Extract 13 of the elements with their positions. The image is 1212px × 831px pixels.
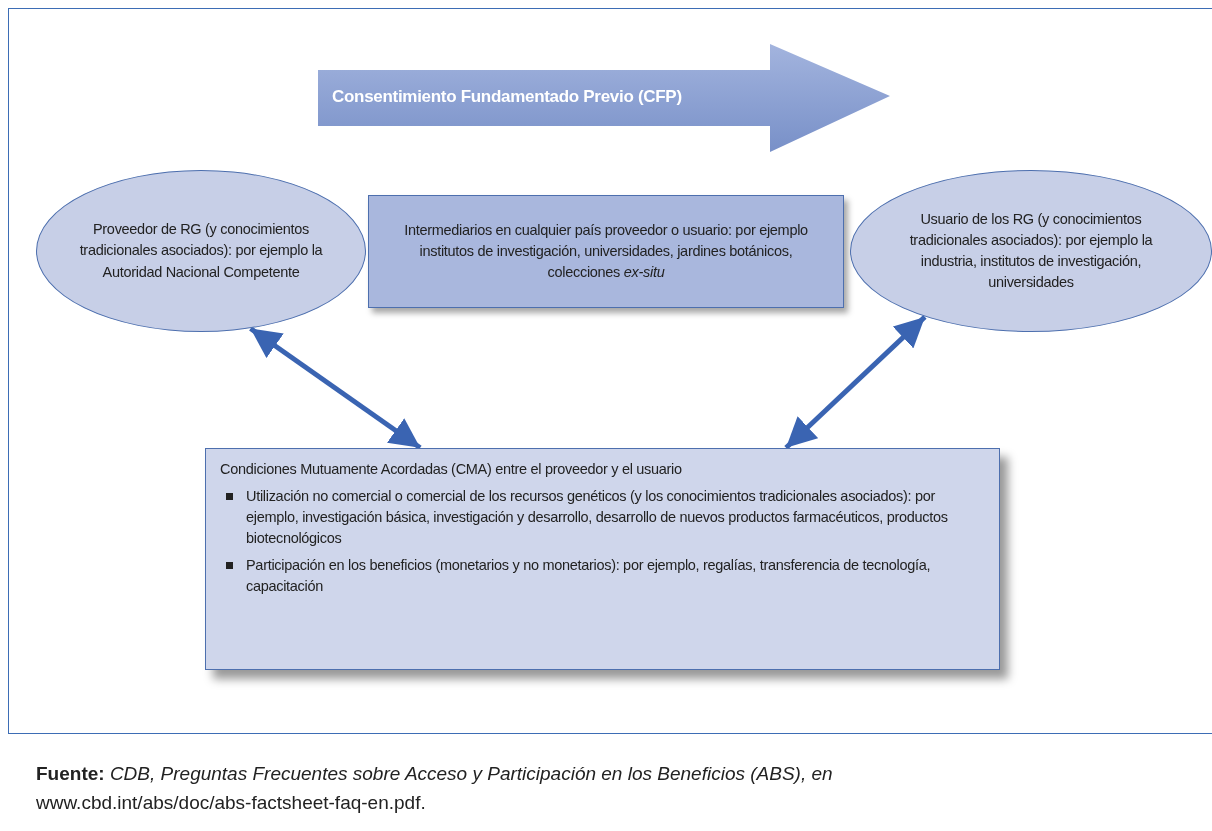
source-caption: Fuente: CDB, Preguntas Frecuentes sobre Acceso y Participación en los Beneficios (ABS), en www.cbd.int/abs/doc/abs-factsheet-faq-en.pdf. <box>36 762 834 815</box>
node-text: Usuario de los RG (y conocimientos tradicionales asociados): por ejemplo la industria, institutos de investigación, universidades <box>908 209 1154 292</box>
double-arrow <box>249 326 422 450</box>
box-heading: Condiciones Mutuamente Acordadas (CMA) entre el proveedor y el usuario <box>220 460 683 479</box>
arrow-banner <box>318 44 890 152</box>
terms-box <box>205 448 1000 670</box>
banner-title: Consentimiento Fundamentado Previo (CFP) <box>332 85 682 108</box>
node-text: Proveedor de RG (y conocimientos tradicionales asociados): por ejemplo la Autoridad Nacional Competente <box>78 220 324 282</box>
bullet-text: Participación en los beneficios (monetarios y no monetarios): por ejemplo, regalías, transferencia de tecnología, capacitación <box>246 557 931 595</box>
bullet-text: Utilización no comercial o comercial de los recursos genéticos (y los conocimientos tradicionales asociados): por ejemplo, investigación básica, investigación y desarrollo, desarrollo de nuevos productos farmacéuticos, productos biotecnológicos <box>246 488 948 547</box>
process-box <box>368 195 844 308</box>
double-arrow <box>784 315 927 450</box>
node-text: Intermediarios en cualquier país proveedor o usuario: por ejemplo institutos de investigación, universidades, jardines botánicos, colecciones ex-situ <box>403 220 809 282</box>
